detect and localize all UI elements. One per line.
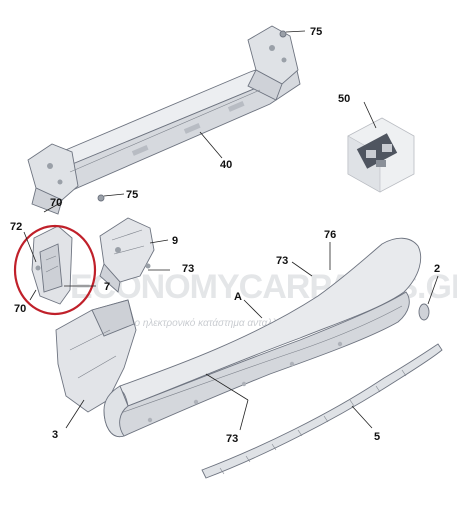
module-box[interactable] bbox=[347, 117, 415, 193]
callout-A[interactable]: A bbox=[234, 291, 242, 303]
callout-3[interactable]: 3 bbox=[52, 429, 58, 441]
callout-40[interactable]: 40 bbox=[220, 159, 232, 171]
leader-lines bbox=[23, 30, 439, 431]
side-corner-bracket[interactable] bbox=[55, 299, 137, 413]
callout-73-bottom[interactable]: 73 bbox=[226, 433, 238, 445]
callout-72[interactable]: 72 bbox=[10, 221, 22, 233]
callout-73-right[interactable]: 73 bbox=[276, 255, 288, 267]
callout-73-mid[interactable]: 73 bbox=[182, 263, 194, 275]
rear-bumper[interactable] bbox=[103, 237, 422, 438]
watermark-sub-text: το μεγαλύτερο ηλεκτρονικό κατάστημα αντα… bbox=[78, 317, 311, 329]
bumper-bracket-right[interactable] bbox=[99, 217, 155, 293]
callout-9[interactable]: 9 bbox=[172, 235, 178, 247]
callout-50[interactable]: 50 bbox=[338, 93, 350, 105]
bolt-mid[interactable] bbox=[97, 194, 105, 202]
callout-75-top[interactable]: 75 bbox=[310, 26, 322, 38]
callout-7[interactable]: 7 bbox=[104, 281, 110, 293]
callout-5[interactable]: 5 bbox=[374, 431, 380, 443]
crossmember-beam[interactable] bbox=[27, 25, 301, 215]
highlight-circle bbox=[13, 224, 97, 316]
callout-76[interactable]: 76 bbox=[324, 229, 336, 241]
callout-70-top[interactable]: 70 bbox=[50, 197, 62, 209]
callout-70-bottom[interactable]: 70 bbox=[14, 303, 26, 315]
callout-labels: 75 40 50 75 70 72 9 73 76 73 2 A 7 70 3 … bbox=[10, 26, 440, 445]
callout-75-mid[interactable]: 75 bbox=[126, 189, 138, 201]
callout-2[interactable]: 2 bbox=[434, 263, 440, 275]
lower-trim-strip[interactable] bbox=[201, 343, 443, 479]
left-mounting-bracket[interactable] bbox=[31, 225, 73, 305]
reflector-cap[interactable] bbox=[418, 303, 430, 321]
bolt-top[interactable] bbox=[279, 30, 287, 38]
